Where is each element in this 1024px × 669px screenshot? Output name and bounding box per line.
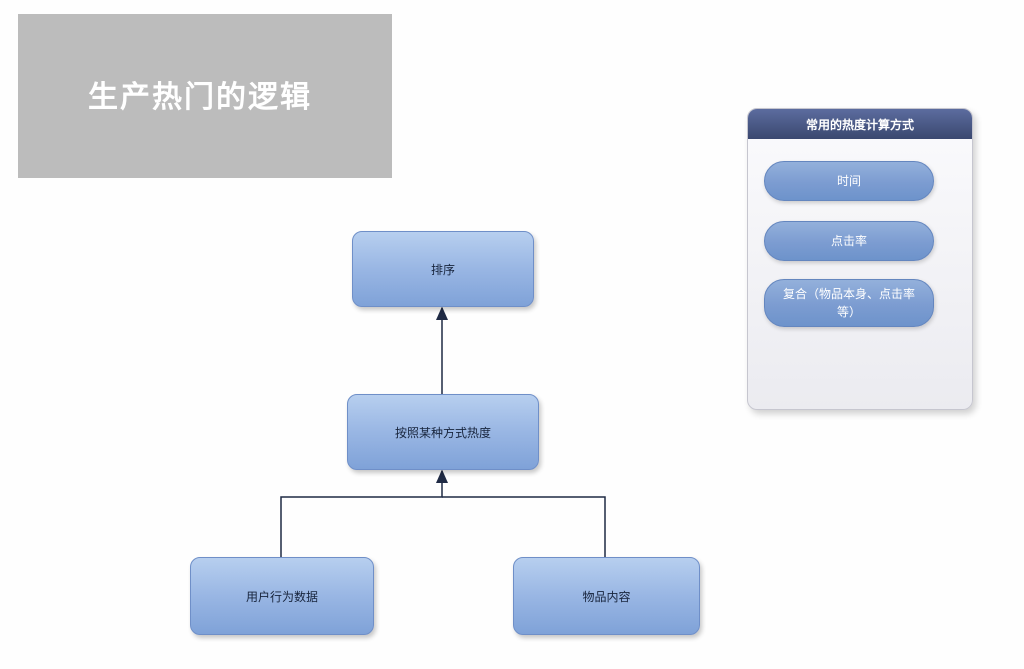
panel-item-label: 复合（物品本身、点击率等） <box>782 287 915 319</box>
flow-node-item-content: 物品内容 <box>513 557 700 635</box>
panel-item-time: 时间 <box>764 161 934 201</box>
flow-node-label: 排序 <box>430 262 455 277</box>
panel-item-label: 点击率 <box>830 234 867 248</box>
arrow-item-to-heat <box>442 496 606 557</box>
panel-item-label: 时间 <box>836 174 861 188</box>
flow-node-label: 物品内容 <box>582 589 631 604</box>
heat-calculation-panel: 常用的热度计算方式 时间 点击率 复合（物品本身、点击率等） <box>747 108 973 410</box>
flow-node-label: 按照某种方式热度 <box>394 425 491 440</box>
panel-item-click-rate: 点击率 <box>764 221 934 261</box>
panel-header: 常用的热度计算方式 <box>748 109 972 139</box>
flow-node-heat-method: 按照某种方式热度 <box>347 394 539 470</box>
flow-node-user-behavior: 用户行为数据 <box>190 557 374 635</box>
arrow-user-to-heat <box>280 469 448 557</box>
page-title: 生产热门的逻辑 <box>88 81 312 114</box>
flow-node-label: 用户行为数据 <box>245 589 318 604</box>
flow-node-sort: 排序 <box>352 231 534 307</box>
title-box: 生产热门的逻辑 <box>18 14 392 178</box>
panel-item-composite: 复合（物品本身、点击率等） <box>764 279 934 327</box>
